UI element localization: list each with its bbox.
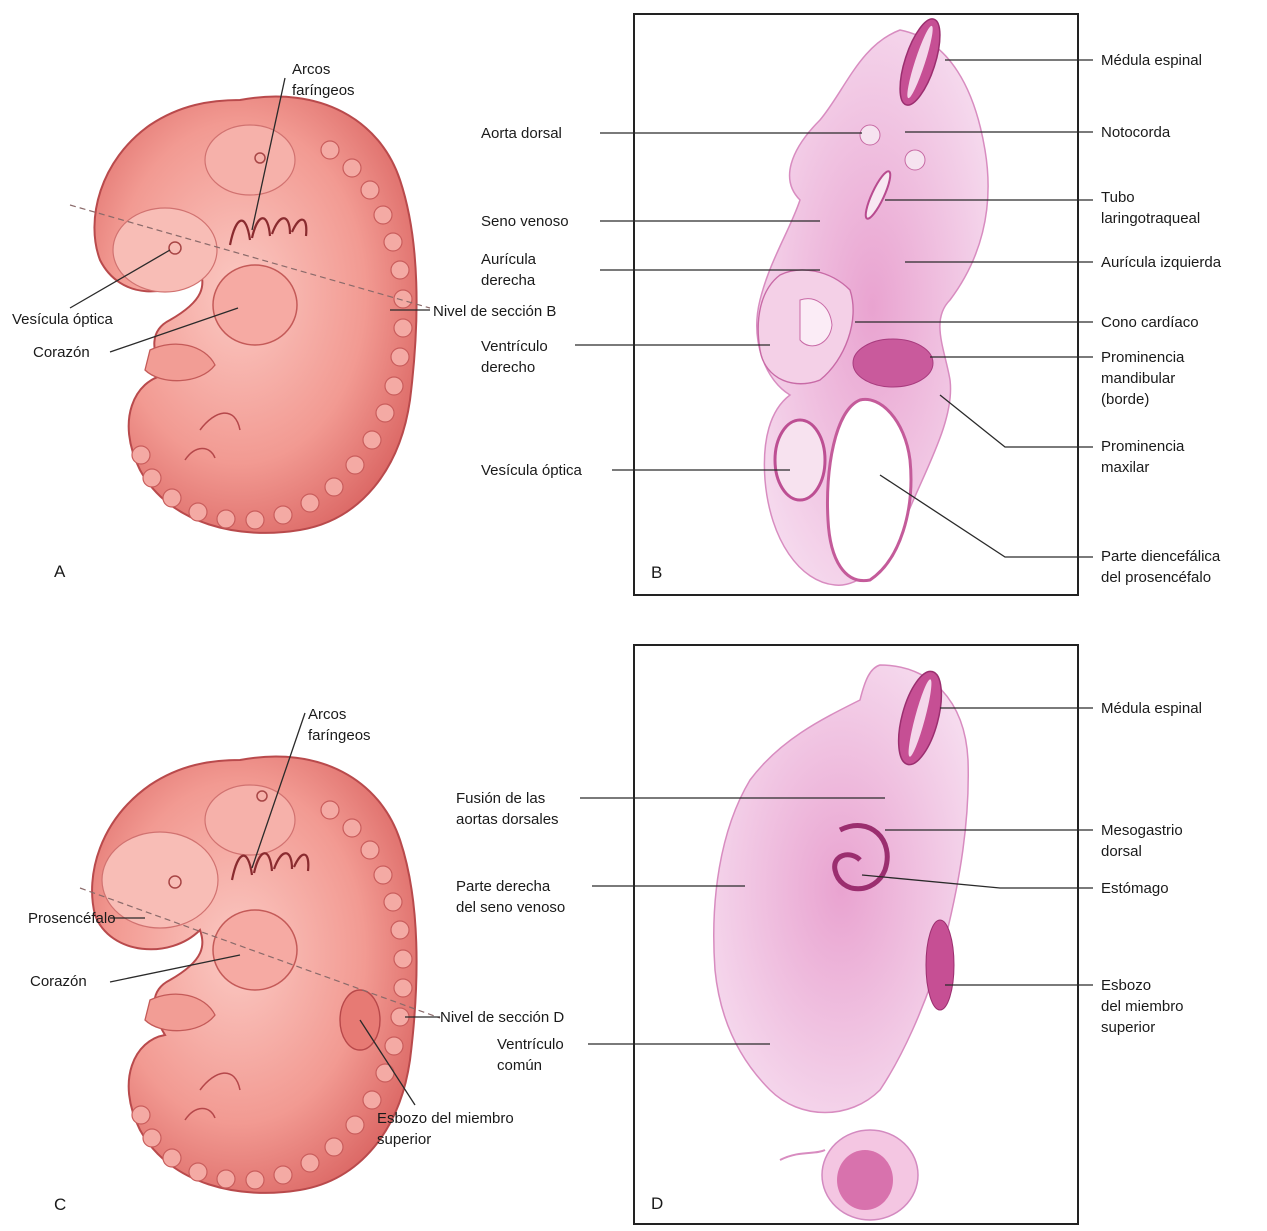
panel-letter-d: D [651,1194,663,1214]
panel-letter-c: C [54,1195,66,1215]
label-esbozo-miembro-d: Esbozo del miembro superior [1101,975,1184,1038]
label-estomago: Estómago [1101,878,1169,899]
label-arcos-faringeos-c: Arcos faríngeos [308,704,371,746]
label-nivel-seccion-d: Nivel de sección D [440,1007,564,1028]
label-arcos-faringeos-a: Arcos faríngeos [292,59,355,101]
label-auricula-derecha: Aurícula derecha [481,249,536,291]
label-aorta-dorsal: Aorta dorsal [481,123,562,144]
label-tubo-laringotraqueal: Tubo laringotraqueal [1101,187,1200,229]
label-esbozo-miembro-c: Esbozo del miembro superior [377,1108,514,1150]
label-ventriculo-derecho: Ventrículo derecho [481,336,548,378]
label-nivel-seccion-b: Nivel de sección B [433,301,556,322]
label-fusion-aortas: Fusión de las aortas dorsales [456,788,559,830]
label-corazon-c: Corazón [30,971,87,992]
label-corazon-a: Corazón [33,342,90,363]
label-notocorda: Notocorda [1101,122,1170,143]
label-parte-diencefalica: Parte diencefálica del prosencéfalo [1101,546,1220,588]
label-prominencia-maxilar: Prominencia maxilar [1101,436,1184,478]
label-mesogastrio-dorsal: Mesogastrio dorsal [1101,820,1183,862]
label-vesicula-optica-b: Vesícula óptica [481,460,582,481]
label-medula-espinal-b: Médula espinal [1101,50,1202,71]
panel-letter-a: A [54,562,65,582]
label-medula-espinal-d: Médula espinal [1101,698,1202,719]
panel-letter-b: B [651,563,662,583]
embryo-c-drawing [92,757,416,1193]
label-seno-venoso: Seno venoso [481,211,569,232]
embryo-a-drawing [94,97,416,533]
label-ventriculo-comun: Ventrículo común [497,1034,564,1076]
label-parte-derecha-seno: Parte derecha del seno venoso [456,876,565,918]
label-auricula-izquierda: Aurícula izquierda [1101,252,1221,273]
label-vesicula-optica-a: Vesícula óptica [12,309,113,330]
label-prominencia-mandibular: Prominencia mandibular (borde) [1101,347,1184,410]
label-cono-cardiaco: Cono cardíaco [1101,312,1199,333]
label-prosencefalo: Prosencéfalo [28,908,116,929]
